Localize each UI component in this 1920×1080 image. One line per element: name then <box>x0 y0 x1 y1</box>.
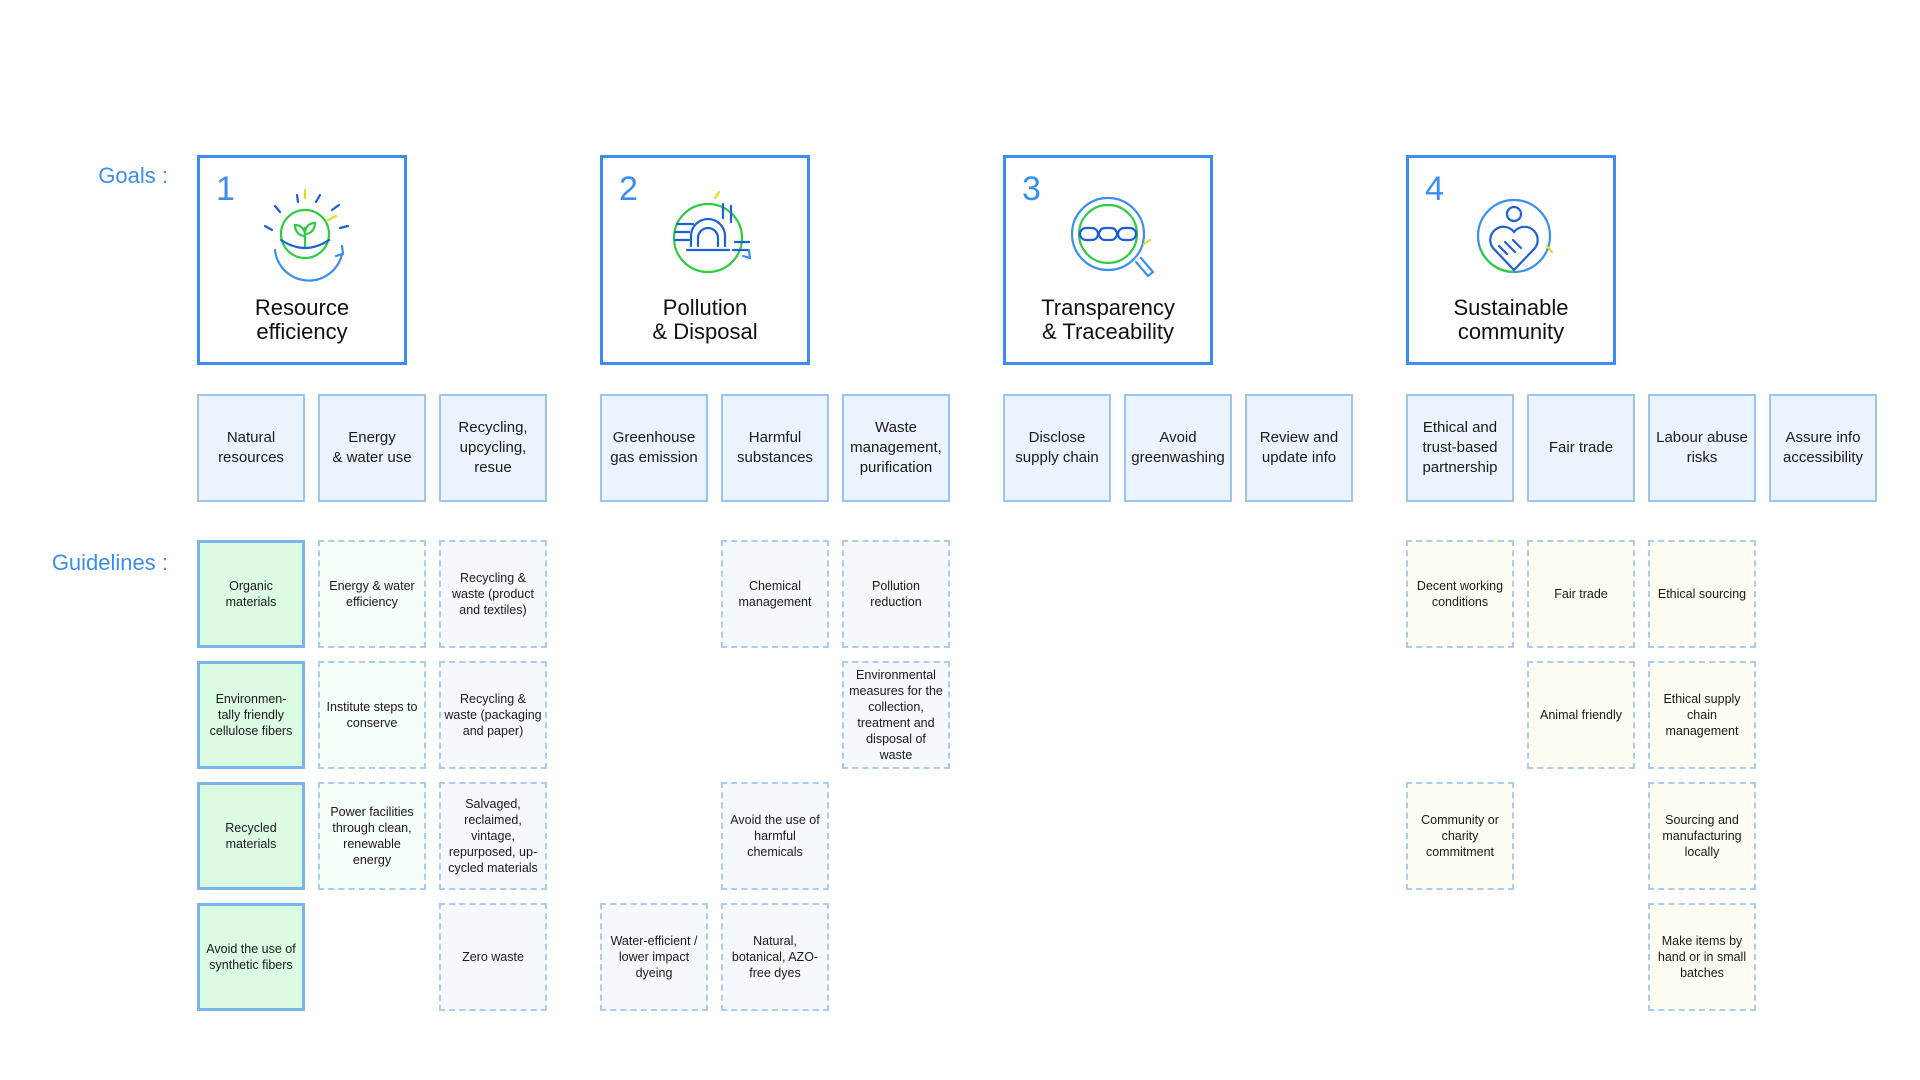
guideline-avoid-synthetic: Avoid the use of synthetic fibers <box>197 903 305 1011</box>
factory-pollution-icon <box>672 190 752 274</box>
guideline-environmental-measures: Environmental measures for the collectio… <box>842 661 950 769</box>
guideline-water-efficient-dyeing: Water-efficient / lower impact dyeing <box>600 903 708 1011</box>
guideline-avoid-harmful-chemicals: Avoid the use of harmful chemicals <box>721 782 829 890</box>
goal-number: 3 <box>1022 170 1041 208</box>
goal-title: Resource efficiency <box>254 295 350 344</box>
goal-title: Pollution & Disposal <box>652 295 758 344</box>
subgoal-waste-management: Waste management, purification <box>842 394 950 502</box>
guideline-fair-trade: Fair trade <box>1527 540 1635 648</box>
goals-label: Goals : <box>98 163 168 188</box>
subgoal-greenhouse-gas: Greenhouse gas emission <box>600 394 708 502</box>
guideline-institute-steps: Institute steps to conserve <box>318 661 426 769</box>
goal-number: 4 <box>1425 170 1444 208</box>
guideline-recycled-materials: Recycled materials <box>197 782 305 890</box>
goal-card-transparency-traceability: 3 Transparency & Traceability <box>1003 155 1213 365</box>
guideline-pollution-reduction: Pollution reduction <box>842 540 950 648</box>
guideline-cellulose-fibers: Environmen- tally friendly cellulose fib… <box>197 661 305 769</box>
guideline-chemical-management: Chemical management <box>721 540 829 648</box>
guideline-community-charity: Community or charity commitment <box>1406 782 1514 890</box>
subgoal-labour-abuse-risks: Labour abuse risks <box>1648 394 1756 502</box>
guideline-decent-working-conditions: Decent working conditions <box>1406 540 1514 648</box>
goal-title: Transparency & Traceability <box>1041 295 1175 344</box>
handshake-heart-icon <box>1476 198 1554 274</box>
guideline-handmade-small-batches: Make items by hand or in small batches <box>1648 903 1756 1011</box>
goal-number: 1 <box>216 170 235 208</box>
subgoal-fair-trade: Fair trade <box>1527 394 1635 502</box>
goal-card-pollution-disposal: 2 Pollution & Disposal <box>600 155 810 365</box>
chain-magnifier-icon <box>1070 196 1155 278</box>
subgoal-review-update-info: Review and update info <box>1245 394 1353 502</box>
subgoal-recycling-upcycling: Recycling, upcycling, resue <box>439 394 547 502</box>
guideline-animal-friendly: Animal friendly <box>1527 661 1635 769</box>
subgoal-avoid-greenwashing: Avoid greenwashing <box>1124 394 1232 502</box>
goal-title: Sustainable community <box>1453 295 1569 344</box>
guidelines-label: Guidelines : <box>51 550 168 575</box>
subgoal-harmful-substances: Harmful substances <box>721 394 829 502</box>
guideline-recycling-textiles: Recycling & waste (product and textiles) <box>439 540 547 648</box>
guideline-renewable-energy: Power facilities through clean, renewabl… <box>318 782 426 890</box>
guideline-zero-waste: Zero waste <box>439 903 547 1011</box>
plant-cycle-icon <box>263 188 350 282</box>
subgoal-disclose-supply-chain: Disclose supply chain <box>1003 394 1111 502</box>
subgoal-energy-water-use: Energy & water use <box>318 394 426 502</box>
guideline-ethical-sourcing: Ethical sourcing <box>1648 540 1756 648</box>
guideline-organic-materials: Organic materials <box>197 540 305 648</box>
guideline-energy-water-efficiency: Energy & water efficiency <box>318 540 426 648</box>
goal-card-sustainable-community: 4 Sustainable community <box>1406 155 1616 365</box>
guideline-sourcing-locally: Sourcing and manufacturing locally <box>1648 782 1756 890</box>
guideline-upcycled-materials: Salvaged, reclaimed, vintage, repurposed… <box>439 782 547 890</box>
subgoal-ethical-partnership: Ethical and trust-based partnership <box>1406 394 1514 502</box>
guideline-natural-dyes: Natural, botanical, AZO- free dyes <box>721 903 829 1011</box>
guideline-ethical-supply-chain: Ethical supply chain management <box>1648 661 1756 769</box>
guideline-recycling-packaging: Recycling & waste (packaging and paper) <box>439 661 547 769</box>
goal-card-resource-efficiency: 1 Resource efficiency <box>197 155 407 365</box>
subgoal-natural-resources: Natural resources <box>197 394 305 502</box>
subgoal-info-accessibility: Assure info accessibility <box>1769 394 1877 502</box>
goal-number: 2 <box>619 170 638 208</box>
